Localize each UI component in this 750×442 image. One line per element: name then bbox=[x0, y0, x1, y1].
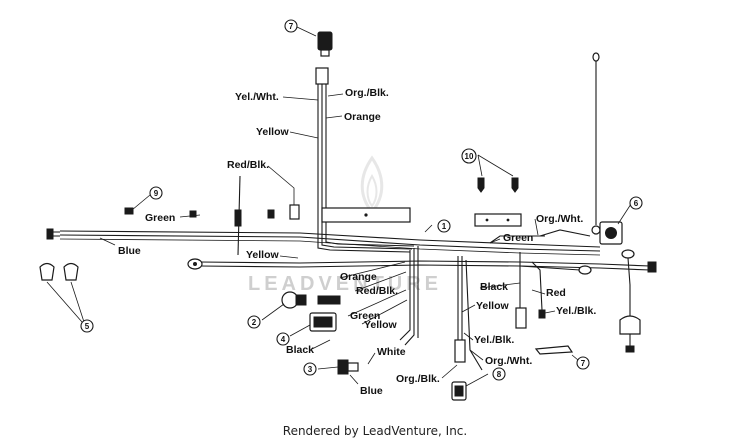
label-yellow-right: Yellow bbox=[476, 300, 510, 312]
label-yel-wht-top: Yel./Wht. bbox=[235, 91, 279, 103]
label-white: White bbox=[377, 346, 406, 358]
label-black-bottom: Black bbox=[286, 344, 314, 356]
label-red-blk-left: Red/Blk. bbox=[227, 159, 269, 171]
callout-1: 1 bbox=[437, 219, 451, 233]
callout-2: 2 bbox=[247, 315, 261, 329]
center-plug bbox=[454, 339, 466, 363]
label-org-blk-bottom: Org./Blk. bbox=[396, 373, 440, 385]
svg-text:2: 2 bbox=[252, 318, 257, 327]
watermark-text: LEADVENTURE bbox=[248, 273, 442, 295]
bulbs-5 bbox=[39, 262, 85, 323]
right-plug bbox=[515, 307, 527, 329]
left-probe-wire bbox=[234, 175, 242, 256]
callout-7: 7 bbox=[576, 356, 590, 370]
svg-text:8: 8 bbox=[497, 370, 502, 379]
ground-terminal bbox=[591, 225, 601, 235]
switch-2 bbox=[261, 291, 307, 321]
label-red-blk-mid: Red/Blk. bbox=[356, 285, 398, 297]
label-blue-bottom: Blue bbox=[360, 385, 383, 397]
svg-text:7: 7 bbox=[581, 359, 586, 368]
mid-plug bbox=[317, 295, 341, 305]
main-harness bbox=[46, 52, 657, 371]
callout-6: 6 bbox=[629, 196, 643, 210]
label-black-right: Black bbox=[480, 281, 508, 293]
callout-4: 4 bbox=[276, 332, 290, 346]
label-green-mid: Green bbox=[350, 310, 380, 322]
riser-connector bbox=[315, 67, 329, 85]
callout-9: 9 bbox=[149, 186, 163, 200]
bottom-connector-8 bbox=[451, 373, 489, 401]
bolt-group-10 bbox=[477, 154, 519, 193]
harness-end-connector bbox=[46, 228, 54, 240]
top-key-switch-connector bbox=[296, 26, 333, 57]
label-yellow-mid: Yellow bbox=[246, 249, 280, 261]
watermark-flame-icon bbox=[360, 155, 384, 215]
callout-8-top: 7 bbox=[284, 19, 298, 33]
top-ring-terminal bbox=[592, 52, 600, 62]
callout-10: 10 bbox=[461, 148, 477, 164]
label-green-right: Green bbox=[503, 232, 533, 244]
label-org-wht-center: Org./Wht. bbox=[485, 355, 532, 367]
label-yel-blk-center: Yel./Blk. bbox=[474, 334, 514, 346]
label-orange-mid: Orange bbox=[340, 271, 377, 283]
lever-7 bbox=[534, 345, 579, 361]
callout-8-bottom: 8 bbox=[492, 367, 506, 381]
svg-text:6: 6 bbox=[634, 199, 639, 208]
svg-text:9: 9 bbox=[154, 189, 159, 198]
label-yellow-mid2: Yellow bbox=[364, 319, 398, 331]
svg-text:4: 4 bbox=[281, 335, 286, 344]
label-yellow-top: Yellow bbox=[256, 126, 290, 138]
svg-text:5: 5 bbox=[85, 322, 90, 331]
module-4 bbox=[289, 312, 337, 337]
label-org-blk-top: Org./Blk. bbox=[345, 87, 389, 99]
label-yel-blk-right: Yel./Blk. bbox=[556, 305, 596, 317]
callout-5: 5 bbox=[80, 319, 94, 333]
yel-blk-terminal bbox=[538, 309, 546, 319]
label-blue: Blue bbox=[118, 245, 141, 257]
mounting-bracket-right bbox=[474, 213, 522, 227]
svg-text:10: 10 bbox=[465, 152, 474, 161]
bolt-group-9 bbox=[124, 194, 275, 219]
label-green-left: Green bbox=[145, 212, 175, 224]
solenoid-6 bbox=[599, 203, 632, 245]
harness-right-connector bbox=[647, 261, 657, 273]
seat-switch-terminal bbox=[625, 345, 635, 353]
label-leaders bbox=[99, 93, 556, 385]
footer-credit: Rendered by LeadVenture, Inc. bbox=[282, 424, 468, 438]
svg-text:3: 3 bbox=[308, 365, 313, 374]
switch-3 bbox=[317, 359, 359, 375]
svg-text:7: 7 bbox=[289, 22, 294, 31]
label-red-right: Red bbox=[546, 287, 566, 299]
label-org-wht-right: Org./Wht. bbox=[536, 213, 583, 225]
wire-labels: Yel./Wht. Org./Blk. Orange Yellow Red/Bl… bbox=[118, 87, 596, 397]
right-ring-terminal bbox=[621, 249, 635, 259]
black-ring-terminal bbox=[578, 265, 592, 275]
svg-text:1: 1 bbox=[442, 222, 447, 231]
callout-3: 3 bbox=[303, 362, 317, 376]
label-orange-top: Orange bbox=[344, 111, 381, 123]
seat-switch bbox=[619, 315, 641, 335]
